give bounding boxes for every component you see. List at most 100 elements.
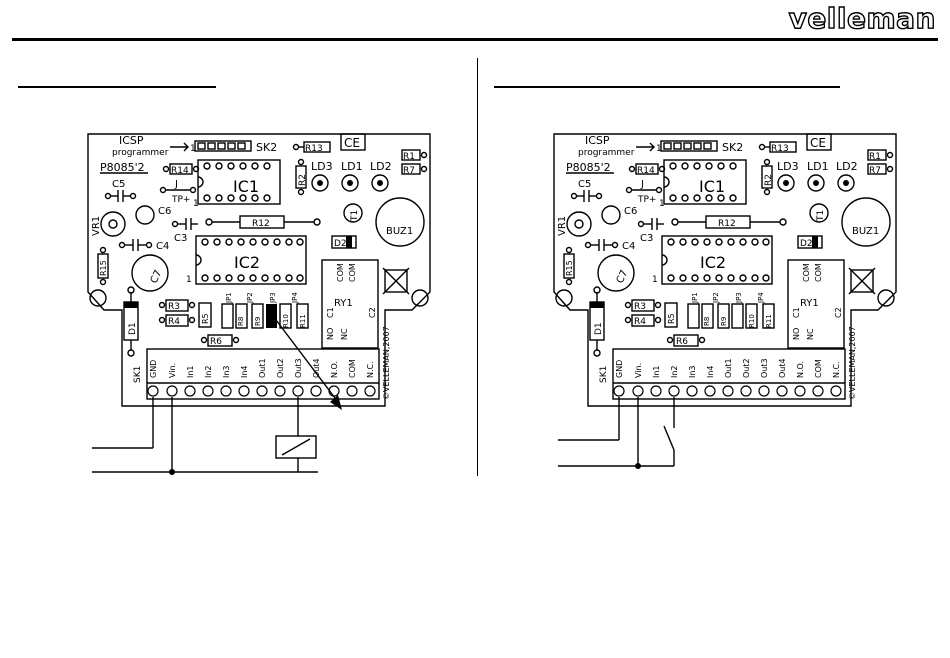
ld3-label: LD3 — [777, 160, 799, 173]
terminal-label: COM — [348, 359, 357, 378]
r2-label: R2 — [298, 174, 308, 186]
terminal-label: COM — [814, 359, 823, 378]
r4-label: R4 — [168, 317, 180, 327]
terminal-label: Out1 — [258, 358, 267, 378]
right-section-rule — [494, 86, 840, 88]
terminal-label: Out3 — [760, 358, 769, 378]
header-rule — [12, 38, 938, 41]
r14-label: R14 — [171, 166, 189, 176]
model-label: P8085'2 — [566, 161, 611, 174]
tp1-label: 1 — [659, 199, 665, 209]
pcb-outline — [87, 133, 431, 407]
mount-hole — [877, 289, 895, 307]
j-label: J — [640, 179, 644, 190]
buzzer — [841, 197, 891, 247]
r7-label: R7 — [869, 166, 881, 176]
center-divider — [477, 58, 478, 476]
ic2-chip — [195, 235, 307, 285]
ry1-label: RY1 — [334, 298, 353, 309]
r1-label: R1 — [403, 152, 415, 162]
ld2-label: LD2 — [370, 160, 392, 173]
terminal-label: In4 — [240, 365, 249, 378]
ld3-label: LD3 — [311, 160, 333, 173]
terminal-label: In3 — [688, 365, 697, 378]
r11-label: R11 — [765, 314, 773, 328]
r1-label: R1 — [869, 152, 881, 162]
ic2-label: IC2 — [700, 253, 726, 272]
r10-label: R10 — [748, 314, 756, 328]
buz1-label: BUZ1 — [386, 226, 413, 237]
r2-label: R2 — [764, 174, 774, 186]
pin1-label: 1 — [656, 144, 662, 154]
icsp-label: ICSP — [119, 134, 144, 147]
r12-label: R12 — [718, 219, 736, 229]
ce-mark — [806, 133, 832, 151]
ld2-label: LD2 — [836, 160, 858, 173]
c1-label: C1 — [326, 307, 335, 318]
d1-label: D1 — [128, 322, 138, 335]
icsp-label: ICSP — [585, 134, 610, 147]
programmer-label: programmer — [112, 148, 169, 158]
terminal-label: Out4 — [312, 358, 321, 378]
terminal-label: In3 — [222, 365, 231, 378]
terminal-label: In4 — [706, 365, 715, 378]
ce-label: CE — [344, 136, 360, 150]
c1-label: C1 — [792, 307, 801, 318]
terminal-labels: GND Vin. In1 In2 In3 In4 Out1 Out2 Out3 … — [149, 358, 375, 378]
r5-label: R5 — [667, 313, 676, 324]
c7-label: C7 — [149, 269, 165, 286]
copyright-label: ©VELLEMAN,2007 — [848, 326, 857, 400]
terminal-block — [612, 348, 846, 400]
jp2-label: JP2 — [712, 292, 720, 304]
sk2-label: SK2 — [722, 141, 743, 154]
ic2-pin1-label: 1 — [652, 275, 658, 285]
j-label: J — [174, 179, 178, 190]
relay-com2-label: COM — [348, 263, 357, 282]
terminal-label: GND — [615, 360, 624, 378]
r10-label: R10 — [282, 314, 290, 328]
pcb-outline — [553, 133, 897, 407]
ce-mark — [340, 133, 366, 151]
switch-lever — [663, 425, 675, 451]
relay-nc-label: NC — [340, 328, 349, 340]
right-board-diagram: ICSP programmer 1 SK2 R13 CE P8085'2 R14… — [553, 133, 897, 469]
programmer-label: programmer — [578, 148, 635, 158]
r11-label: R11 — [299, 314, 307, 328]
ry1-label: RY1 — [800, 298, 819, 309]
t1-label: T1 — [816, 210, 826, 222]
terminal-labels: GND Vin. In1 In2 In3 In4 Out1 Out2 Out3 … — [615, 358, 841, 378]
terminal-label: GND — [149, 360, 158, 378]
relay-no-label: NO — [326, 328, 335, 340]
r6-label: R6 — [676, 337, 688, 347]
c5-label: C5 — [112, 179, 125, 190]
ce-label: CE — [810, 136, 826, 150]
c6-label: C6 — [158, 206, 171, 217]
mount-hole — [555, 289, 573, 307]
c2-label: C2 — [368, 307, 377, 318]
r13-label: R13 — [771, 144, 789, 154]
relay — [321, 259, 379, 349]
terminal-label: In2 — [670, 365, 679, 378]
buz1-label: BUZ1 — [852, 226, 879, 237]
r13-label: R13 — [305, 144, 323, 154]
terminal-label: Vin. — [168, 363, 177, 378]
c4-label: C4 — [156, 241, 169, 252]
copyright-label: ©VELLEMAN,2007 — [382, 326, 391, 400]
c5-label: C5 — [578, 179, 591, 190]
relay-com2-label: COM — [814, 263, 823, 282]
sk2-label: SK2 — [256, 141, 277, 154]
ic1-chip — [197, 159, 281, 205]
terminal-label: Out3 — [294, 358, 303, 378]
relay-com1-label: COM — [802, 263, 811, 282]
relay-no-label: NO — [792, 328, 801, 340]
r3-label: R3 — [168, 302, 180, 312]
c2-label: C2 — [834, 307, 843, 318]
left-board-diagram: ICSP programmer 1 SK2 R13 CE P8085'2 R14… — [87, 133, 431, 475]
brand-logo: velleman — [788, 1, 936, 35]
tp1-label: 1 — [193, 199, 199, 209]
arrow-icon — [636, 142, 655, 152]
r7-label: R7 — [403, 166, 415, 176]
jp1-label: JP1 — [225, 292, 233, 304]
terminal-label: In1 — [652, 365, 661, 378]
